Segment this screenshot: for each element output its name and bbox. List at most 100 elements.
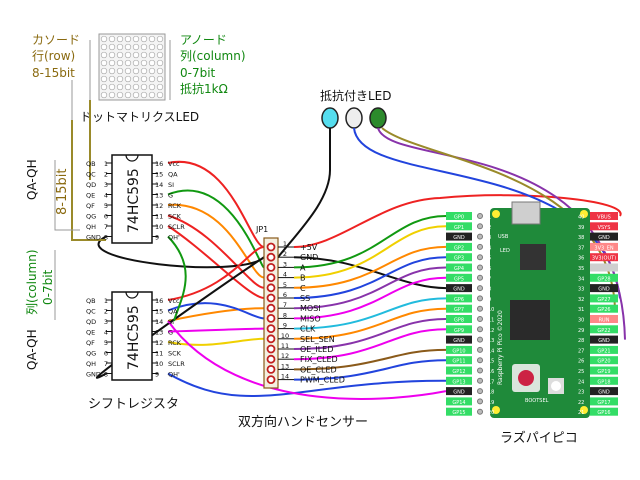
dot-matrix-led xyxy=(98,33,166,101)
chip-pin-num-right: 14 xyxy=(155,181,163,189)
pico-left-pin-box xyxy=(446,273,472,282)
pico-left-pin-label: GND xyxy=(453,338,465,344)
pico-right-pin-num: 25 xyxy=(578,369,584,375)
matrix-dot xyxy=(132,83,140,91)
matrix-dot xyxy=(140,35,148,43)
pico-right-pin-num: 40 xyxy=(578,215,584,221)
header-pin-number: 12 xyxy=(281,352,289,360)
matrix-dot xyxy=(140,91,148,99)
pico-left-pin-label: GP14 xyxy=(452,400,465,406)
pico-left-pin-num: 2 xyxy=(488,225,491,231)
chip-pin-num-left: 1 xyxy=(104,160,108,168)
matrix-dot xyxy=(148,51,156,59)
chip-pin-num-left: 8 xyxy=(104,371,108,379)
pico-right-pin-label: GP19 xyxy=(597,369,610,375)
matrix-caption: ドットマトリクスLED xyxy=(80,110,199,124)
pico-right-pin-num: 24 xyxy=(578,379,584,385)
header-pin xyxy=(266,252,276,262)
matrix-dot xyxy=(140,83,148,91)
matrix-dot xyxy=(116,67,124,75)
pico-right-pin-box xyxy=(590,407,618,416)
header-pin-number: 13 xyxy=(281,362,289,370)
matrix-dot xyxy=(116,43,124,51)
header-pin-label: SEL_SEN xyxy=(300,335,335,344)
pico-left-pin-box xyxy=(446,387,472,396)
chip-pin-num-left: 4 xyxy=(104,192,108,200)
matrix-dot xyxy=(108,67,116,75)
header-pin xyxy=(266,293,276,303)
pico-right-pin-label: GND xyxy=(598,287,610,293)
chip-pin-label-left: QG xyxy=(86,350,96,358)
wire-signal xyxy=(293,225,447,279)
chip-pin-num-right: 12 xyxy=(155,339,163,347)
matrix-dot xyxy=(156,35,164,43)
pico-left-hole xyxy=(477,388,483,395)
chip-pin-label-right: SCK xyxy=(168,350,182,358)
chip-pin-num-left: 3 xyxy=(104,318,108,326)
matrix-dot xyxy=(100,35,108,43)
pico-left-pin-num: 8 xyxy=(488,287,491,293)
chip-pin-num-left: 1 xyxy=(104,297,108,305)
pico-left-hole xyxy=(477,408,483,415)
chip-pin-label-right: QH' xyxy=(168,234,180,242)
chip-pin-num-right: 14 xyxy=(155,318,163,326)
wire-chip2-qh xyxy=(167,372,447,397)
matrix-dot xyxy=(100,59,108,67)
chip-pin-num-right: 10 xyxy=(155,223,163,231)
pico-right-pin-label: RUN xyxy=(599,318,610,324)
pico-right-pin-num: 35 xyxy=(578,266,584,272)
pico-right-pin-num: 30 xyxy=(578,318,584,324)
shift-register-caption: シフトレジスタ xyxy=(88,397,179,412)
pico-left-pin-box xyxy=(446,222,472,231)
pico-right-pin-box xyxy=(590,397,618,406)
chip-pin-label-right: SI xyxy=(168,318,174,326)
wire-chip2-data xyxy=(167,320,447,400)
chip-pin-num-left: 7 xyxy=(104,223,108,231)
pico-right-pin-label: GP28 xyxy=(597,276,610,282)
pico-left-pin-label: GP0 xyxy=(454,215,464,221)
matrix-dot xyxy=(140,75,148,83)
wire-chip-sck xyxy=(167,214,265,289)
pico-left-hole xyxy=(477,264,483,271)
chip-pin-label-right: RCK xyxy=(168,339,182,347)
chip-pin-label-right: SI xyxy=(168,181,174,189)
pico-board-text: Raspberry Pi Pico ©2020 xyxy=(497,310,504,385)
matrix-dot xyxy=(124,35,132,43)
pico-right-pin-box xyxy=(590,294,618,303)
resistor-leds xyxy=(321,107,387,129)
header-pin-label: GND xyxy=(300,253,318,262)
matrix-dot xyxy=(124,83,132,91)
matrix-dot xyxy=(116,35,124,43)
pico-usb-label: USB xyxy=(498,234,509,240)
chip-pin-label-right: SCK xyxy=(168,213,182,221)
header-pin-number: 2 xyxy=(283,250,287,258)
pico-left-pin-num: 9 xyxy=(488,297,491,303)
pico-right-pin-box xyxy=(590,284,618,293)
pico-left-pin-box xyxy=(446,315,472,323)
anode-title: アノード xyxy=(180,33,227,47)
chip-pin-label-left: QC xyxy=(86,308,96,316)
pico-right-pin-label: GP17 xyxy=(597,400,610,406)
wire-signal xyxy=(293,359,447,381)
chip-pin-label-right: G xyxy=(168,192,173,200)
wire-signal xyxy=(293,276,447,320)
chip-pin-label-right: QH' xyxy=(168,371,180,379)
pico-right-pin-box xyxy=(590,325,618,334)
pico-left-pin-box xyxy=(446,304,472,313)
chip-pin-label-left: QF xyxy=(86,202,95,210)
pico-right-pin-label: GP22 xyxy=(597,328,610,334)
matrix-dot xyxy=(116,83,124,91)
pico-left-pin-box xyxy=(446,263,472,272)
wire-chip-vcc xyxy=(167,160,265,248)
cathode-bits: 8-15bit xyxy=(32,66,75,80)
pico-right-pin-num: 39 xyxy=(578,225,584,231)
pico-right-pin-box xyxy=(590,253,618,262)
chip-pin-num-right: 15 xyxy=(155,308,163,316)
header-pin-number: 5 xyxy=(283,281,287,289)
header-pin xyxy=(266,242,276,252)
chip-pin-label-left: QD xyxy=(86,318,96,326)
matrix-dot xyxy=(156,51,164,59)
matrix-dot xyxy=(140,59,148,67)
header-pin xyxy=(266,354,276,364)
pico-right-pin-num: 21 xyxy=(578,410,584,416)
